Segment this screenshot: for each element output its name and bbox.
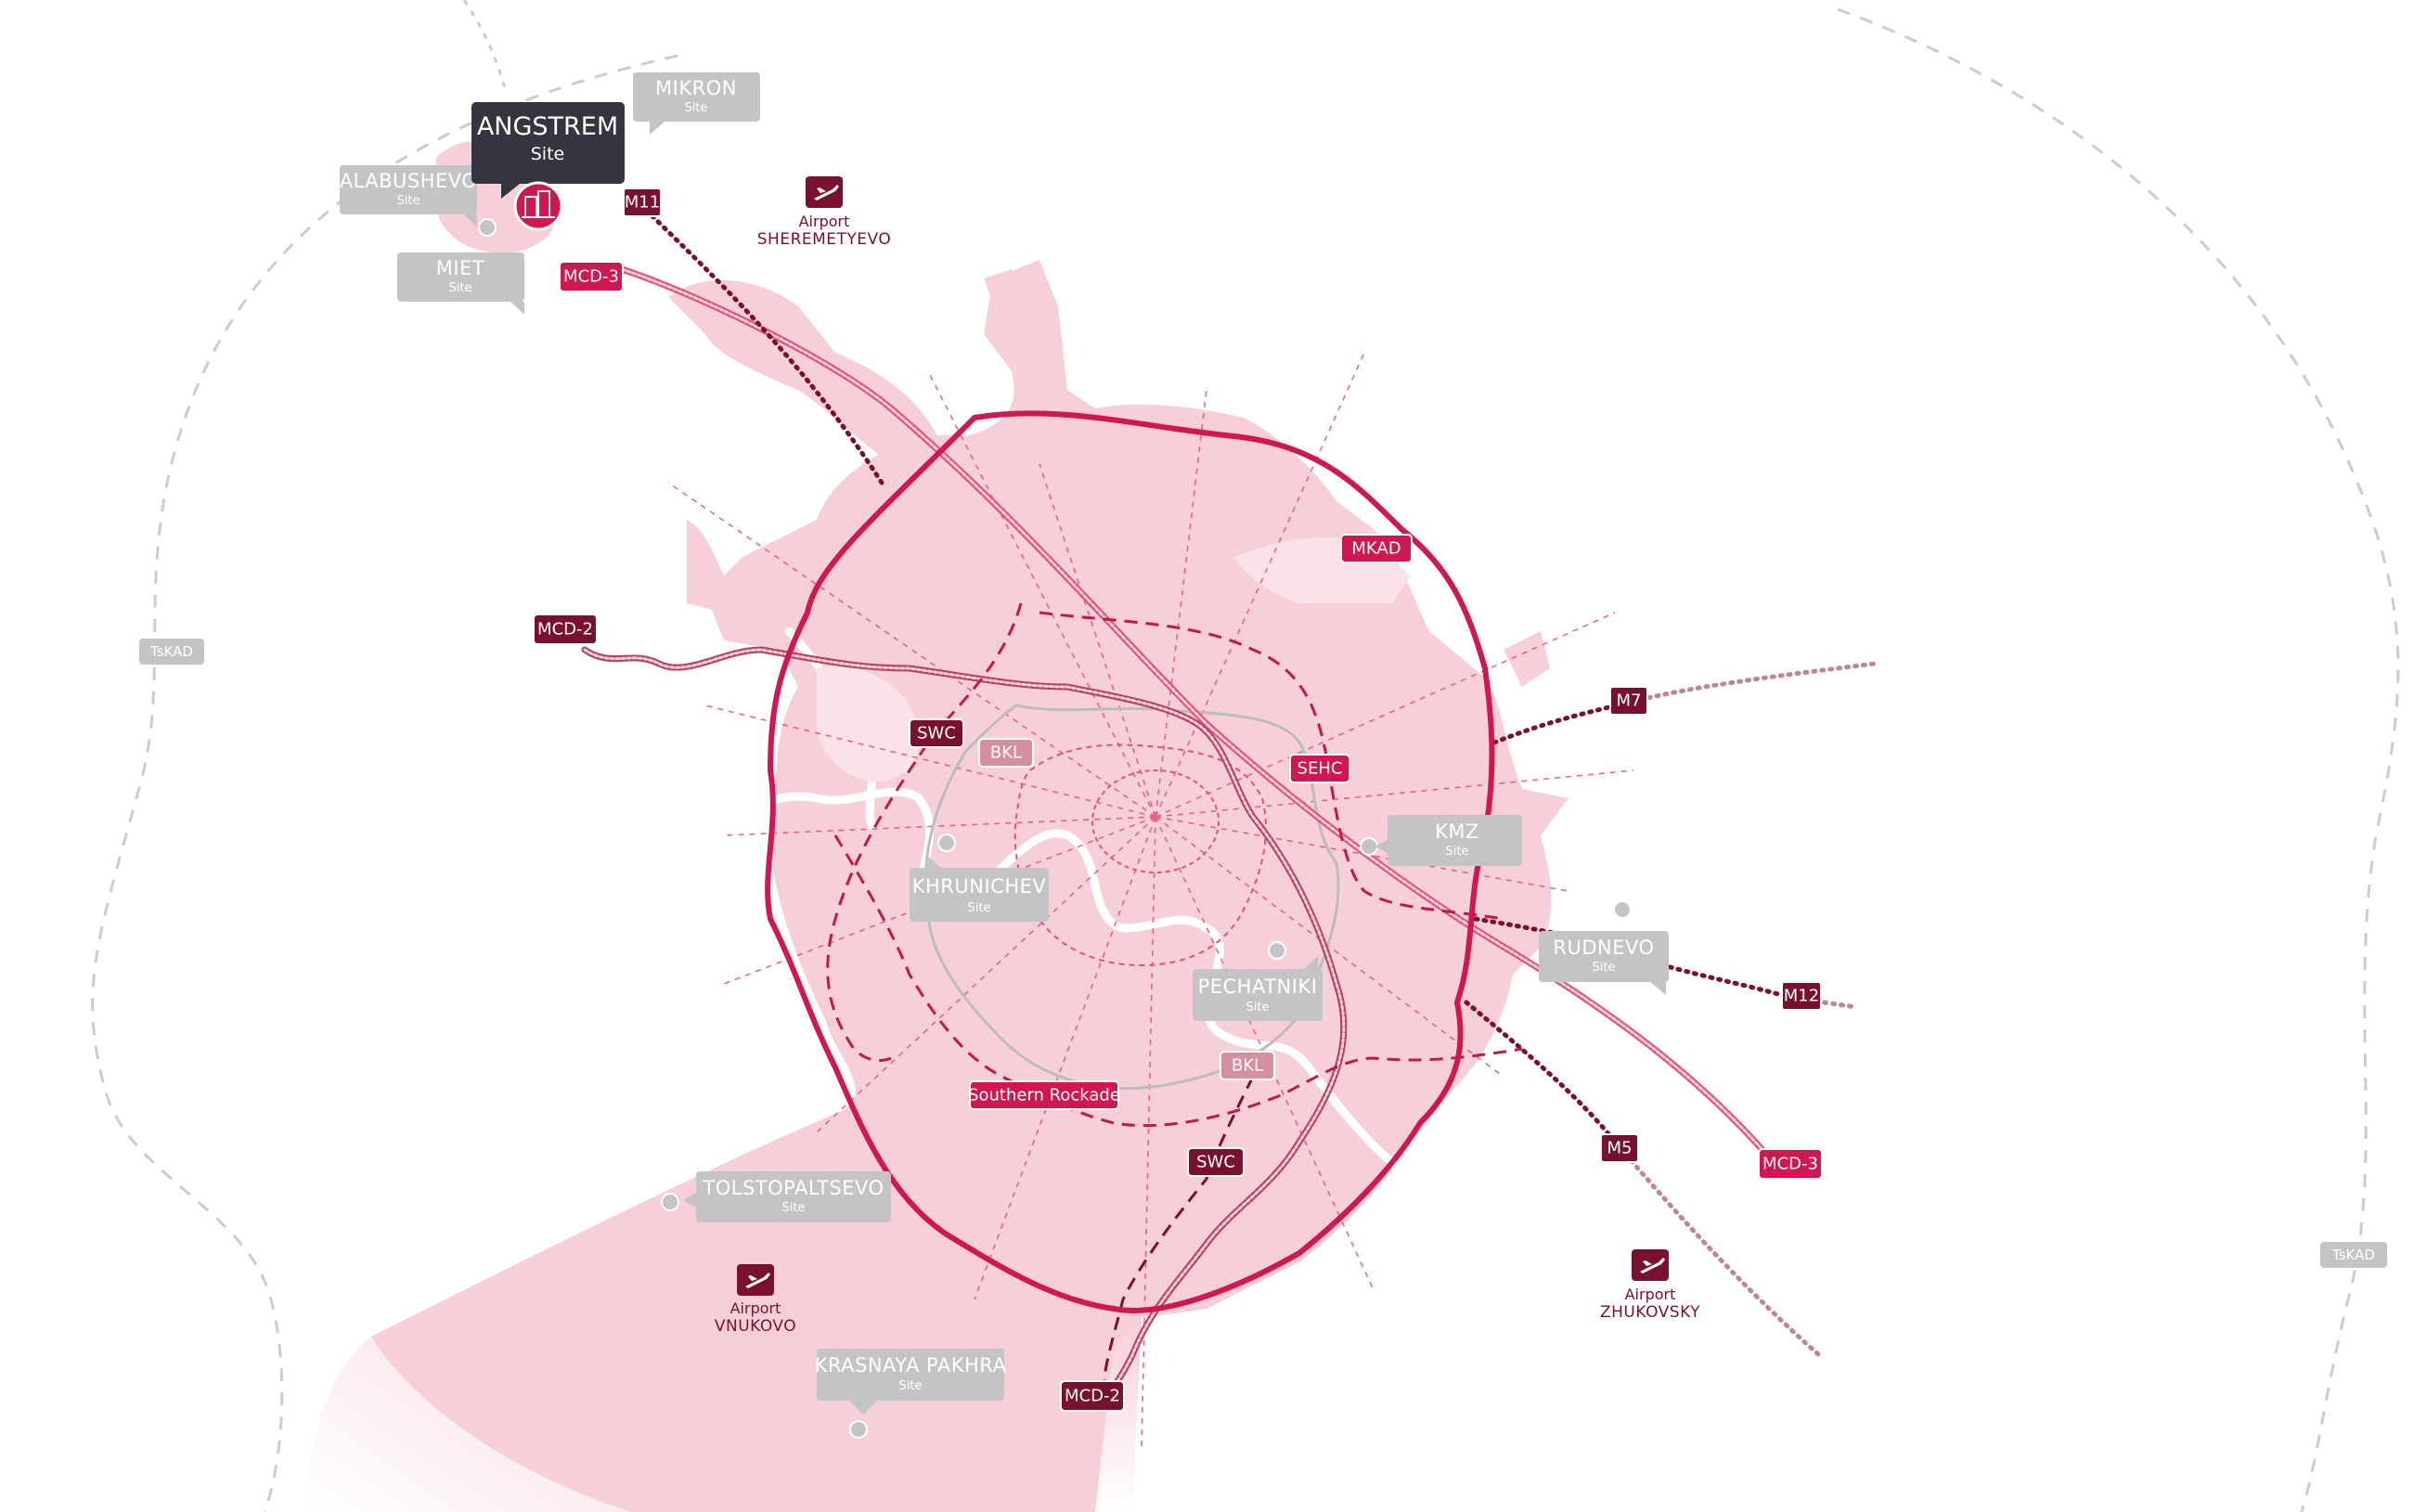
airport-label-zhukovsky: Airport <box>1625 1286 1676 1303</box>
route-label-bkl-n: BKL <box>990 743 1022 763</box>
route-label-m7: M7 <box>1617 691 1642 711</box>
site-dot-pechatniki <box>1268 941 1286 960</box>
route-badge-m11[interactable]: M11 <box>623 187 662 217</box>
site-name-pechatniki: PECHATNIKI <box>1198 976 1318 998</box>
tskad-badge-west[interactable]: TsKAD <box>139 639 204 665</box>
swc-south-road <box>1103 1076 1255 1384</box>
site-label-pechatniki[interactable]: PECHATNIKI Site <box>1193 956 1323 1021</box>
site-sub-khrunichev: Site <box>968 901 991 915</box>
route-badge-mcd2-s[interactable]: MCD-2 <box>1060 1380 1125 1412</box>
site-label-alabushevo[interactable]: ALABUSHEVO Site <box>340 165 478 227</box>
radial-roads <box>667 352 1634 1449</box>
mcd-railways <box>581 265 1767 1407</box>
site-dots <box>478 218 1632 1439</box>
hero-site-sub: Site <box>531 144 564 164</box>
urban-area <box>306 141 1568 1512</box>
route-label-southern-rockade: Southern Rockade <box>968 1086 1120 1105</box>
site-name-miet: MIET <box>436 257 484 279</box>
site-name-mikron: MIKRON <box>655 77 737 99</box>
tskad-ring <box>91 0 2400 1512</box>
route-label-m11: M11 <box>625 193 660 213</box>
route-label-mcd3-se: MCD-3 <box>1762 1155 1818 1174</box>
airport-label-vnukovo: Airport <box>730 1299 781 1317</box>
route-label-mcd3-nw: MCD-3 <box>563 267 619 287</box>
route-label-m12: M12 <box>1784 987 1819 1006</box>
airport-zhukovsky[interactable]: Airport ZHUKOVSKY <box>1600 1249 1700 1322</box>
site-sub-alabushevo: Site <box>397 194 420 208</box>
route-label-m5: M5 <box>1607 1139 1633 1158</box>
site-name-krasnaya: KRASNAYA PAKHRA <box>815 1354 1007 1376</box>
site-label-khrunichev[interactable]: KHRUNICHEV Site <box>910 855 1049 922</box>
site-sub-krasnaya: Site <box>899 1379 923 1393</box>
factory-building-icon[interactable] <box>513 181 563 231</box>
route-label-sehc: SEHC <box>1297 759 1343 779</box>
site-dot-rudnevo <box>1613 900 1632 919</box>
route-label-mcd2-s: MCD-2 <box>1065 1387 1120 1406</box>
route-badge-mcd3-nw[interactable]: MCD-3 <box>559 261 624 292</box>
airport-vnukovo[interactable]: Airport VNUKOVO <box>715 1264 796 1336</box>
site-label-miet[interactable]: MIET Site <box>397 252 524 315</box>
airport-name-vnukovo: VNUKOVO <box>715 1317 796 1336</box>
site-label-rudnevo[interactable]: RUDNEVO Site <box>1539 931 1669 995</box>
route-label-bkl-s: BKL <box>1232 1056 1263 1076</box>
site-name-kmz: KMZ <box>1435 821 1479 843</box>
route-badge-southern-rockade[interactable]: Southern Rockade <box>968 1080 1120 1110</box>
route-badge-bkl-s[interactable]: BKL <box>1220 1051 1275 1080</box>
site-sub-miet: Site <box>449 281 472 295</box>
hero-site-angstrem[interactable]: ANGSTREM Site <box>471 102 625 199</box>
site-label-mikron[interactable]: MIKRON Site <box>633 72 760 135</box>
mkad-ring <box>765 410 1495 1313</box>
site-label-tolstopaltsevo[interactable]: TOLSTOPALTSEVO Site <box>683 1171 891 1222</box>
route-label-mkad: MKAD <box>1351 539 1401 559</box>
route-badge-mcd2-w[interactable]: MCD-2 <box>533 614 598 645</box>
tskad-label-east: TsKAD <box>2331 1247 2375 1263</box>
route-badge-mcd3-se[interactable]: MCD-3 <box>1758 1148 1823 1180</box>
airplane-icon <box>806 176 843 208</box>
route-badge-bkl-n[interactable]: BKL <box>978 738 1034 768</box>
airport-name-sheremetyevo: SHEREMETYEVO <box>757 230 892 249</box>
tskad-badge-east[interactable]: TsKAD <box>2320 1242 2387 1268</box>
airplane-icon <box>737 1264 774 1296</box>
site-dot-krasnaya <box>849 1420 868 1439</box>
site-label-kmz[interactable]: KMZ Site <box>1375 815 1522 866</box>
airplane-icon <box>1632 1249 1669 1281</box>
route-badge-sehc[interactable]: SEHC <box>1289 754 1350 783</box>
hero-site-name: ANGSTREM <box>477 112 618 141</box>
site-name-tolstopaltsevo: TOLSTOPALTSEVO <box>702 1177 884 1199</box>
route-badge-mkad[interactable]: MKAD <box>1340 534 1413 563</box>
tskad-label-west: TsKAD <box>149 643 193 660</box>
site-name-rudnevo: RUDNEVO <box>1553 937 1654 959</box>
route-badge-swc-s[interactable]: SWC <box>1187 1147 1245 1177</box>
route-badge-m5[interactable]: M5 <box>1600 1133 1639 1163</box>
airport-sheremetyevo[interactable]: Airport SHEREMETYEVO <box>757 176 892 249</box>
route-label-swc-n: SWC <box>917 724 956 743</box>
site-name-khrunichev: KHRUNICHEV <box>912 875 1047 898</box>
route-badge-swc-n[interactable]: SWC <box>909 718 964 748</box>
route-badge-m7[interactable]: M7 <box>1609 686 1648 716</box>
site-sub-kmz: Site <box>1446 845 1469 859</box>
site-dot-khrunichev <box>937 834 956 852</box>
airport-label-sheremetyevo: Airport <box>799 213 850 230</box>
site-name-alabushevo: ALABUSHEVO <box>340 170 478 192</box>
route-label-mcd2-w: MCD-2 <box>537 620 593 640</box>
site-sub-tolstopaltsevo: Site <box>782 1201 806 1215</box>
site-label-krasnaya[interactable]: KRASNAYA PAKHRA Site <box>815 1349 1007 1415</box>
route-badge-m12[interactable]: M12 <box>1781 981 1822 1011</box>
site-sub-mikron: Site <box>685 101 708 115</box>
site-dot-tolstopaltsevo <box>661 1193 679 1211</box>
site-sub-rudnevo: Site <box>1593 961 1616 975</box>
site-dot-miet <box>478 218 497 237</box>
site-sub-pechatniki: Site <box>1246 1001 1270 1014</box>
route-label-swc-s: SWC <box>1196 1153 1235 1172</box>
airport-name-zhukovsky: ZHUKOVSKY <box>1600 1303 1700 1322</box>
